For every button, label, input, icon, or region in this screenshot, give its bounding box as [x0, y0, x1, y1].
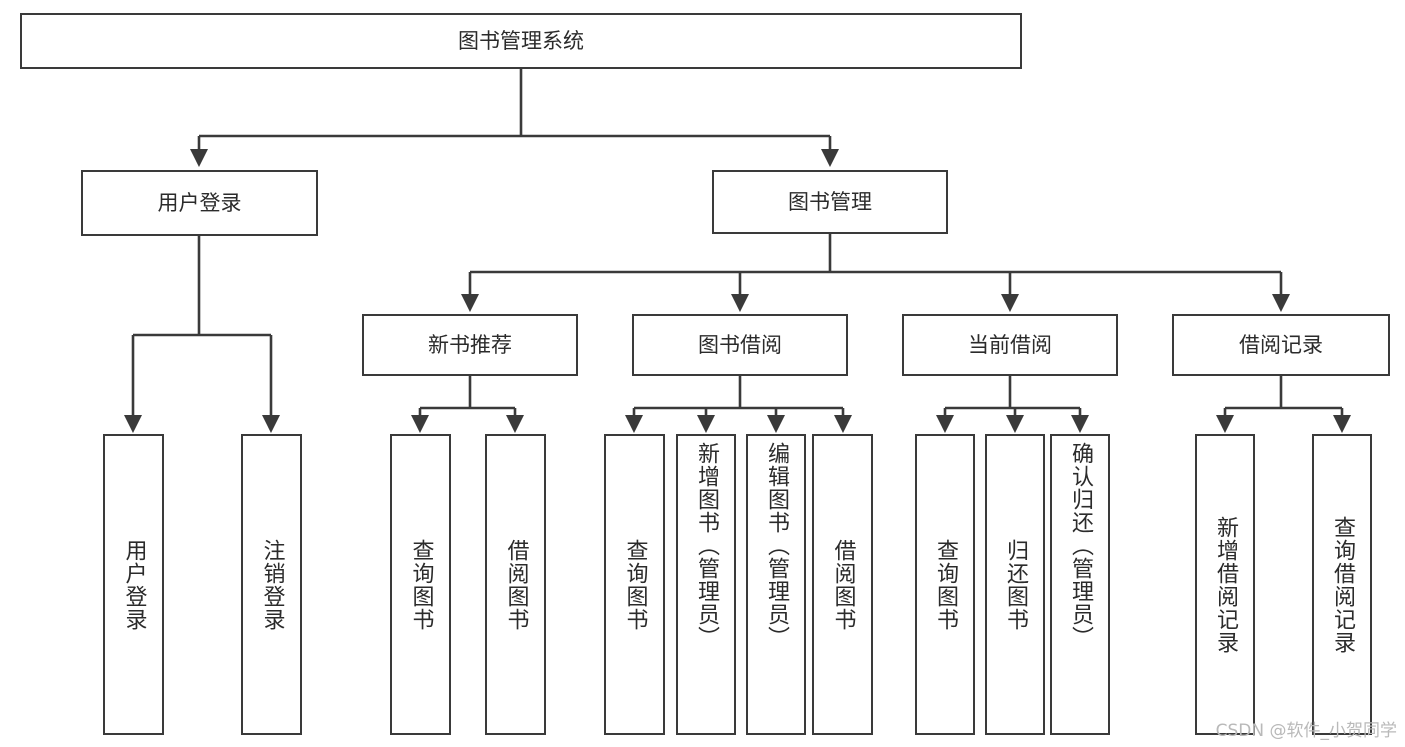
node-new-book-rec[interactable]: 新书推荐	[362, 314, 578, 376]
node-leaf-return-book-label: 归还图书	[1003, 538, 1028, 631]
node-current-borrow-label: 当前借阅	[968, 332, 1052, 357]
node-borrow-record-label: 借阅记录	[1239, 332, 1323, 357]
node-leaf-add-book[interactable]: 新增图书（管理员）	[676, 434, 736, 735]
node-leaf-edit-book[interactable]: 编辑图书（管理员）	[746, 434, 806, 735]
node-leaf-return-book[interactable]: 归还图书	[985, 434, 1045, 735]
node-current-borrow[interactable]: 当前借阅	[902, 314, 1118, 376]
node-book-borrow-label: 图书借阅	[698, 332, 782, 357]
node-leaf-query-book-2[interactable]: 查询图书	[604, 434, 665, 735]
node-user-login-label: 用户登录	[157, 190, 242, 215]
node-leaf-borrow-book-2-label: 借阅图书	[830, 538, 856, 631]
node-leaf-borrow-book-1[interactable]: 借阅图书	[485, 434, 546, 735]
node-book-borrow[interactable]: 图书借阅	[632, 314, 848, 376]
node-leaf-query-book-3[interactable]: 查询图书	[915, 434, 975, 735]
node-leaf-query-book-2-label: 查询图书	[622, 538, 648, 631]
node-leaf-confirm-return[interactable]: 确认归还（管理员）	[1050, 434, 1110, 735]
node-root[interactable]: 图书管理系统	[20, 13, 1022, 69]
node-leaf-add-record[interactable]: 新增借阅记录	[1195, 434, 1255, 735]
node-leaf-user-login[interactable]: 用户登录	[103, 434, 164, 735]
node-leaf-add-record-label: 新增借阅记录	[1213, 515, 1238, 654]
node-root-label: 图书管理系统	[458, 28, 584, 53]
node-book-manage-label: 图书管理	[788, 189, 872, 214]
node-leaf-user-login-label: 用户登录	[121, 538, 147, 631]
node-new-book-rec-label: 新书推荐	[428, 332, 512, 357]
node-leaf-query-book-1-label: 查询图书	[408, 538, 434, 631]
node-leaf-query-record-label: 查询借阅记录	[1330, 515, 1355, 654]
node-leaf-logout-label: 注销登录	[259, 538, 285, 631]
node-leaf-edit-book-label: 编辑图书（管理员）	[764, 442, 789, 649]
node-leaf-add-book-label: 新增图书（管理员）	[694, 442, 719, 649]
node-leaf-query-book-3-label: 查询图书	[933, 538, 958, 631]
node-leaf-query-book-1[interactable]: 查询图书	[390, 434, 451, 735]
node-borrow-record[interactable]: 借阅记录	[1172, 314, 1390, 376]
node-book-manage[interactable]: 图书管理	[712, 170, 948, 234]
node-leaf-borrow-book-1-label: 借阅图书	[503, 538, 529, 631]
node-leaf-logout[interactable]: 注销登录	[241, 434, 302, 735]
node-leaf-query-record[interactable]: 查询借阅记录	[1312, 434, 1372, 735]
node-leaf-borrow-book-2[interactable]: 借阅图书	[812, 434, 873, 735]
node-user-login[interactable]: 用户登录	[81, 170, 318, 236]
node-leaf-confirm-return-label: 确认归还（管理员）	[1068, 442, 1093, 649]
